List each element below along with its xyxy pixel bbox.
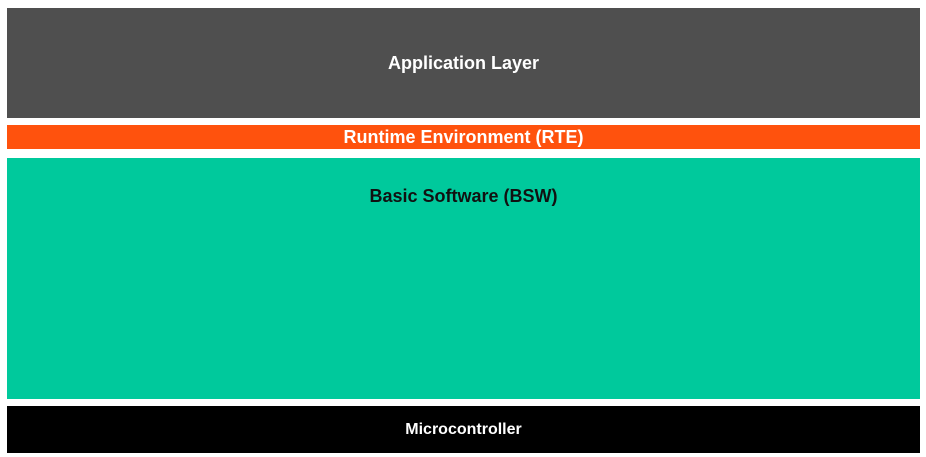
bsw-layer-block: Basic Software (BSW) [7, 158, 920, 399]
rte-layer-label: Runtime Environment (RTE) [343, 126, 584, 147]
microcontroller-layer-label: Microcontroller [405, 420, 522, 438]
application-layer-label: Application Layer [387, 52, 540, 73]
bsw-layer-label: Basic Software (BSW) [369, 186, 558, 206]
application-layer-block: Application Layer [7, 8, 920, 118]
microcontroller-layer-block: Microcontroller [7, 406, 920, 453]
rte-layer-block: Runtime Environment (RTE) [7, 125, 920, 149]
